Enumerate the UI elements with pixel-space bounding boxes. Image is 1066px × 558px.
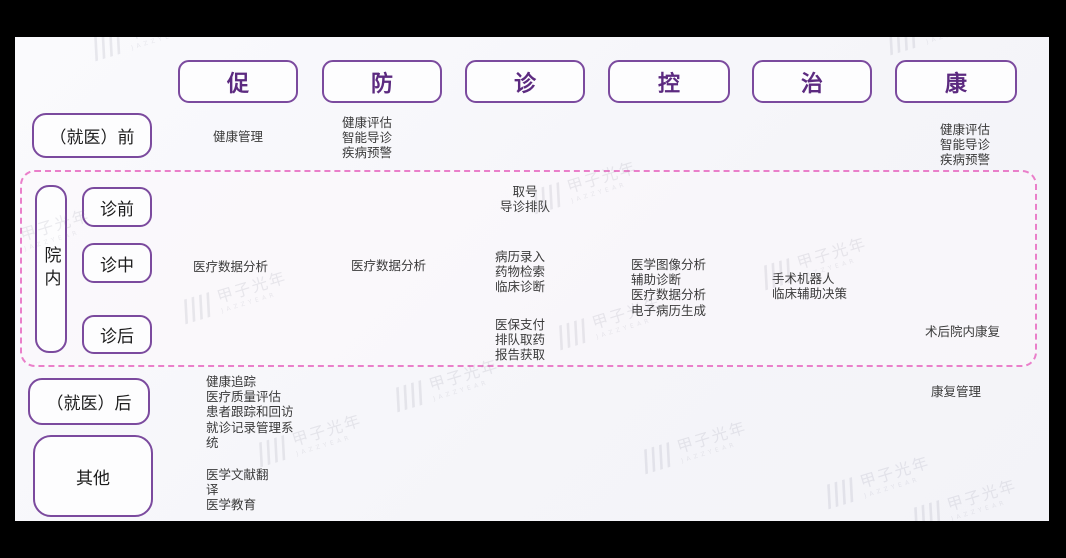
- row-label-post-consult: 诊后: [82, 315, 152, 354]
- cell-postvisit-kang: 术后院内康复: [925, 324, 1001, 339]
- row-label-post-visit-stage: （就医）后: [28, 378, 150, 425]
- watermark-bars-icon: ||||: [641, 437, 673, 476]
- cell-midvisit-fang: 医疗数据分析: [351, 258, 427, 273]
- row-label-other: 其他: [33, 435, 153, 517]
- cell-midvisit-zhi: 手术机器人 临床辅助决策: [772, 271, 848, 302]
- column-header-kang: 康: [895, 60, 1017, 103]
- column-header-zhi: 治: [752, 60, 872, 103]
- column-header-fang: 防: [322, 60, 442, 103]
- column-header-cu: 促: [178, 60, 298, 103]
- watermark-bars-icon: ||||: [911, 495, 943, 521]
- cell-midvisit-cu: 医疗数据分析: [193, 259, 269, 274]
- cell-post-cu: 健康追踪 医疗质量评估 患者跟踪和回访 就诊记录管理系统: [206, 374, 294, 450]
- cell-pre-kang: 健康评估 智能导诊 疾病预警: [940, 122, 991, 168]
- row-label-pre-consult: 诊前: [82, 187, 152, 227]
- cell-other-cu: 医学文献翻译 医学教育: [206, 467, 269, 513]
- cell-midvisit-kong: 医学图像分析 辅助诊断 医疗数据分析 电子病历生成: [631, 257, 707, 318]
- watermark-bars-icon: ||||: [393, 375, 425, 414]
- row-label-mid-consult: 诊中: [82, 243, 152, 283]
- row-label-pre-visit-stage: （就医）前: [32, 113, 152, 158]
- in-hospital-region: [20, 170, 1037, 367]
- diagram-canvas: 促 防 诊 控 治 康 （就医）前 健康管理 健康评估 智能导诊 疾病预警 健康…: [15, 37, 1049, 521]
- watermark-bars-icon: ||||: [886, 37, 918, 57]
- watermark-bars-icon: ||||: [91, 37, 123, 63]
- row-label-hospital: 院内: [35, 185, 67, 353]
- cell-pre-cu: 健康管理: [212, 129, 263, 144]
- cell-postvisit-zhen: 医保支付 排队取药 报告获取: [495, 317, 546, 363]
- column-header-zhen: 诊: [465, 60, 585, 103]
- watermark-bars-icon: ||||: [824, 472, 856, 511]
- cell-previsit-zhen: 取号 导诊排队: [499, 184, 550, 215]
- cell-post-kang: 康复管理: [930, 384, 981, 399]
- column-header-kong: 控: [608, 60, 730, 103]
- cell-midvisit-zhen: 病历录入 药物检索 临床诊断: [495, 249, 546, 295]
- cell-pre-fang: 健康评估 智能导诊 疾病预警: [342, 115, 393, 161]
